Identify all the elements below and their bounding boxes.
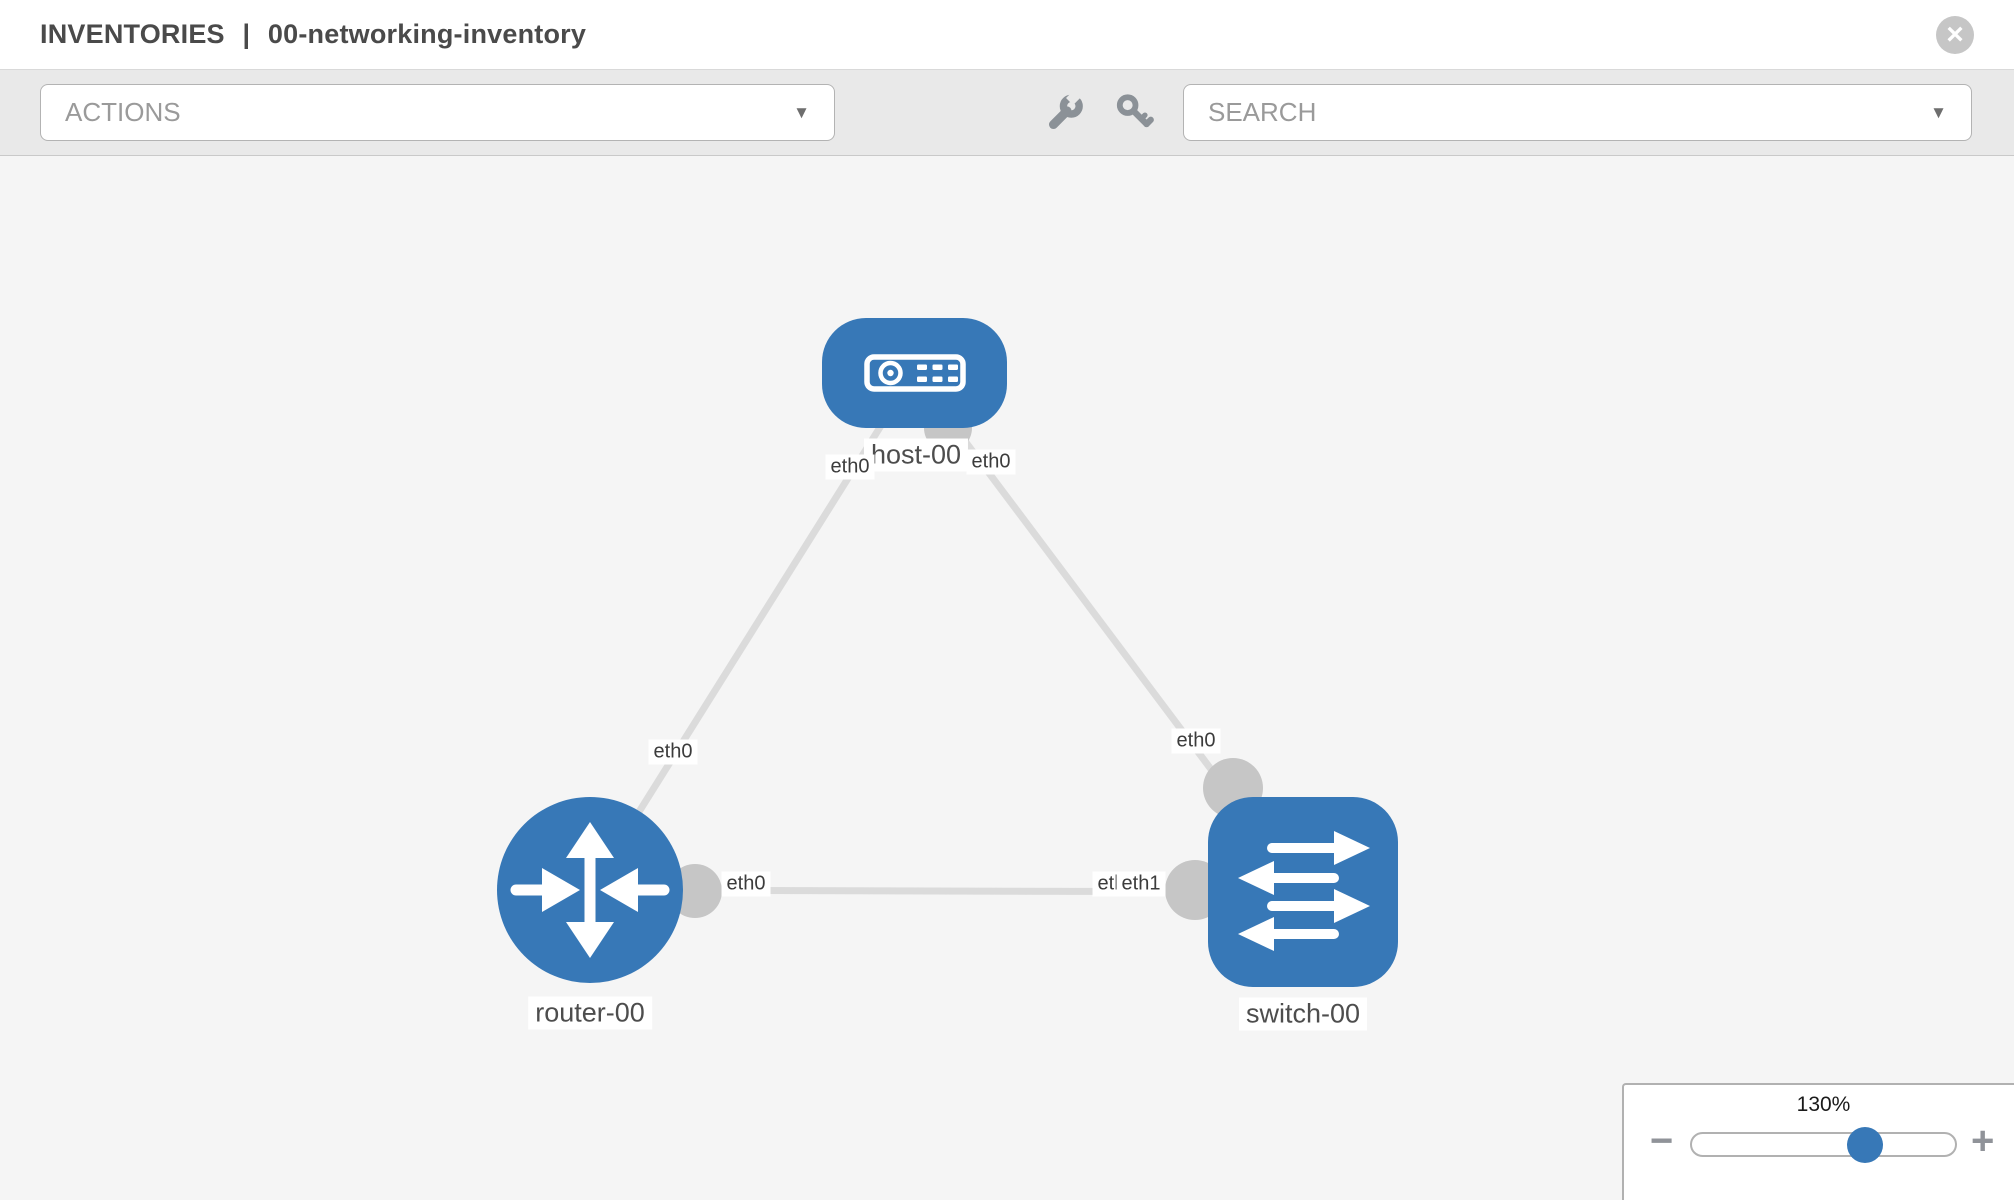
node-switch-00[interactable] xyxy=(1208,797,1398,987)
interface-label-switch-eth1: eth1 xyxy=(1116,871,1166,897)
node-router-00[interactable] xyxy=(497,797,683,983)
zoom-out-button[interactable]: − xyxy=(1650,1119,1674,1163)
chevron-down-icon: ▼ xyxy=(793,102,810,122)
zoom-panel: 130% − + xyxy=(1622,1083,2014,1200)
topology-canvas[interactable]: host-00 router-00 switch-00 eth0 eth0 et… xyxy=(0,156,2014,1200)
breadcrumb-section: INVENTORIES xyxy=(40,19,225,49)
actions-dropdown-label: ACTIONS xyxy=(65,97,181,127)
search-dropdown[interactable]: SEARCH ▼ xyxy=(1183,84,1972,141)
node-label-router-00: router-00 xyxy=(528,996,652,1030)
zoom-level: 130% xyxy=(1796,1093,1851,1116)
close-button[interactable]: × xyxy=(1936,15,1974,54)
node-host-00[interactable] xyxy=(822,318,1007,428)
search-dropdown-label: SEARCH xyxy=(1208,97,1317,127)
key-button[interactable] xyxy=(1106,84,1164,142)
router-icon xyxy=(510,822,670,958)
zoom-slider-handle[interactable] xyxy=(1847,1127,1883,1163)
header: INVENTORIES | 00-networking-inventory × xyxy=(0,0,2014,70)
toolbar: ACTIONS ▼ SEARCH ▼ xyxy=(0,70,2014,156)
actions-dropdown[interactable]: ACTIONS ▼ xyxy=(40,84,835,141)
interface-label-switch-eth0: eth0 xyxy=(1171,728,1221,754)
zoom-in-button[interactable]: + xyxy=(1971,1119,1995,1163)
inventory-name: 00-networking-inventory xyxy=(267,19,587,49)
wrench-icon xyxy=(1048,92,1083,130)
page-title: INVENTORIES | 00-networking-inventory xyxy=(40,19,586,50)
interface-label-host-eth0-left: eth0 xyxy=(825,454,875,480)
node-label-host-00: host-00 xyxy=(863,438,969,472)
breadcrumb-separator: | xyxy=(242,19,251,49)
node-label-switch-00: switch-00 xyxy=(1238,997,1368,1031)
interface-label-host-eth0-right: eth0 xyxy=(966,449,1016,475)
chevron-down-icon: ▼ xyxy=(1930,102,1947,122)
close-icon: × xyxy=(1946,17,1964,51)
configure-button[interactable] xyxy=(1036,84,1094,142)
interface-label-router-eth0: eth0 xyxy=(721,871,771,897)
zoom-slider-track[interactable] xyxy=(1690,1132,1957,1157)
interface-label-router-eth0-uplink: eth0 xyxy=(648,739,698,765)
host-icon xyxy=(864,354,966,392)
key-icon xyxy=(1116,94,1154,128)
interface-ports xyxy=(668,404,1263,920)
switch-icon xyxy=(1238,831,1370,951)
